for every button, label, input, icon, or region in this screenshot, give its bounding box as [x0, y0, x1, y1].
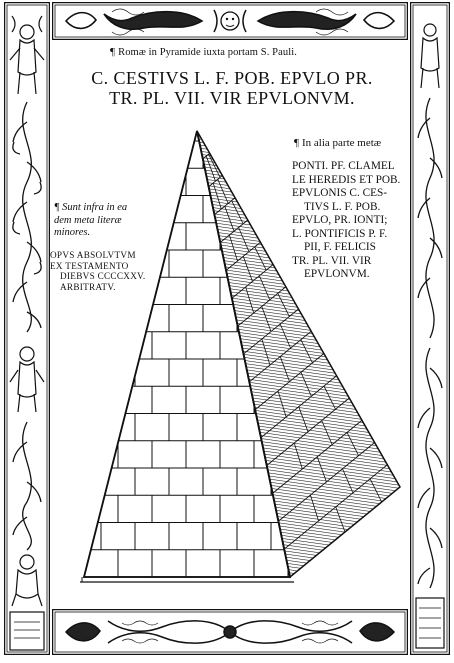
side-joint-line [323, 385, 336, 410]
left-ornamental-border [4, 2, 50, 655]
side-joint-line [335, 506, 346, 533]
side-joint-line [300, 339, 313, 364]
side-joint-line [242, 256, 253, 282]
side-joint-line [279, 323, 291, 349]
left-note-line: minores. [54, 227, 91, 238]
side-joint-line [321, 420, 333, 445]
side-joint-line [310, 494, 319, 522]
inscription-line: OPVS ABSOLVTVM [50, 250, 136, 260]
inscription-line: TIVS L. F. POB. [304, 200, 381, 213]
inscription-line: PII, F. FELICIS [304, 241, 376, 253]
side-joint-line [217, 179, 229, 204]
side-joint-line [229, 234, 238, 262]
side-joint-line [293, 442, 303, 470]
side-joint-line [346, 432, 359, 456]
right-ornamental-border [410, 2, 450, 655]
side-joint-line [316, 456, 327, 483]
caption-text: Romæ in Pyramide iuxta portam S. Pauli. [118, 47, 297, 58]
caption: ¶Romæ in Pyramide iuxta portam S. Pauli. [110, 46, 370, 58]
title-line-1: C. CESTIVS L. F. POB. EPVLO PR. [91, 68, 373, 88]
side-joint-line [212, 182, 222, 210]
title-line-2: TR. PL. VII. VIR EPVLONVM. [109, 88, 355, 108]
inscription-line: L. PONTIFICIS P. F. [292, 227, 388, 240]
left-note: ¶ Sunt infra in ea dem meta literæ minor… [54, 202, 128, 240]
side-joint-line [205, 155, 216, 182]
inscription-line: EPVLONVM. [304, 268, 370, 280]
pyramid-illustration [80, 130, 401, 583]
left-inscription: OPVS ABSOLVTVM EX TESTAMENTO DIEBVS CCCC… [50, 250, 146, 292]
side-joint-line [261, 306, 272, 332]
side-joint-line [261, 338, 271, 366]
inscription-line: EPVLONIS C. CES- [292, 187, 388, 199]
side-joint-line [231, 200, 244, 224]
right-note-text: In alia parte metæ [301, 137, 382, 149]
pilcrow-icon: ¶ [294, 137, 299, 149]
right-note: ¶In alia parte metæ [294, 137, 381, 149]
side-joint-line [279, 356, 290, 382]
dolphin-icon [64, 10, 396, 30]
cherub-icon [213, 9, 247, 33]
inscription-line: ARBITRATV. [60, 281, 116, 292]
side-joint-line [369, 478, 383, 503]
side-joint-line [342, 468, 354, 494]
side-joint-line [224, 206, 235, 232]
inscription-line: TR. PL. VII. VIR [292, 254, 372, 267]
right-inscription: PONTI. PF. CLAMEL LE HEREDIS ET POB. EPV… [292, 160, 408, 282]
left-note-line: Sunt infra in ea [62, 202, 128, 213]
pilcrow-icon: ¶ [110, 46, 116, 58]
side-joint-line [277, 390, 287, 418]
side-joint-line [254, 246, 267, 271]
top-ornamental-border [52, 2, 408, 40]
inscription-line: EX TESTAMENTO [50, 260, 129, 271]
side-joint-line [300, 372, 312, 397]
pilcrow-icon: ¶ [54, 202, 60, 213]
inscription-line: DIEBVS CCCCXXV. [60, 271, 146, 281]
side-joint-line [277, 293, 290, 317]
inscription-line: PONTI. PF. CLAMEL [292, 160, 395, 172]
side-joint-line [208, 154, 221, 178]
side-joint-line [238, 227, 250, 252]
inscription-line: LE HEREDIS ET POB. [292, 173, 401, 186]
bottom-ornamental-border [52, 609, 408, 655]
side-joint-line [245, 286, 255, 314]
side-joint-line [298, 406, 309, 432]
side-joint-line [259, 275, 271, 301]
title-inscription: C. CESTIVS L. F. POB. EPVLO PR. TR. PL. … [62, 68, 402, 108]
left-note-line: dem meta literæ [54, 214, 122, 226]
inscription-line: EPVLO, PR. IONTI; [292, 214, 388, 226]
